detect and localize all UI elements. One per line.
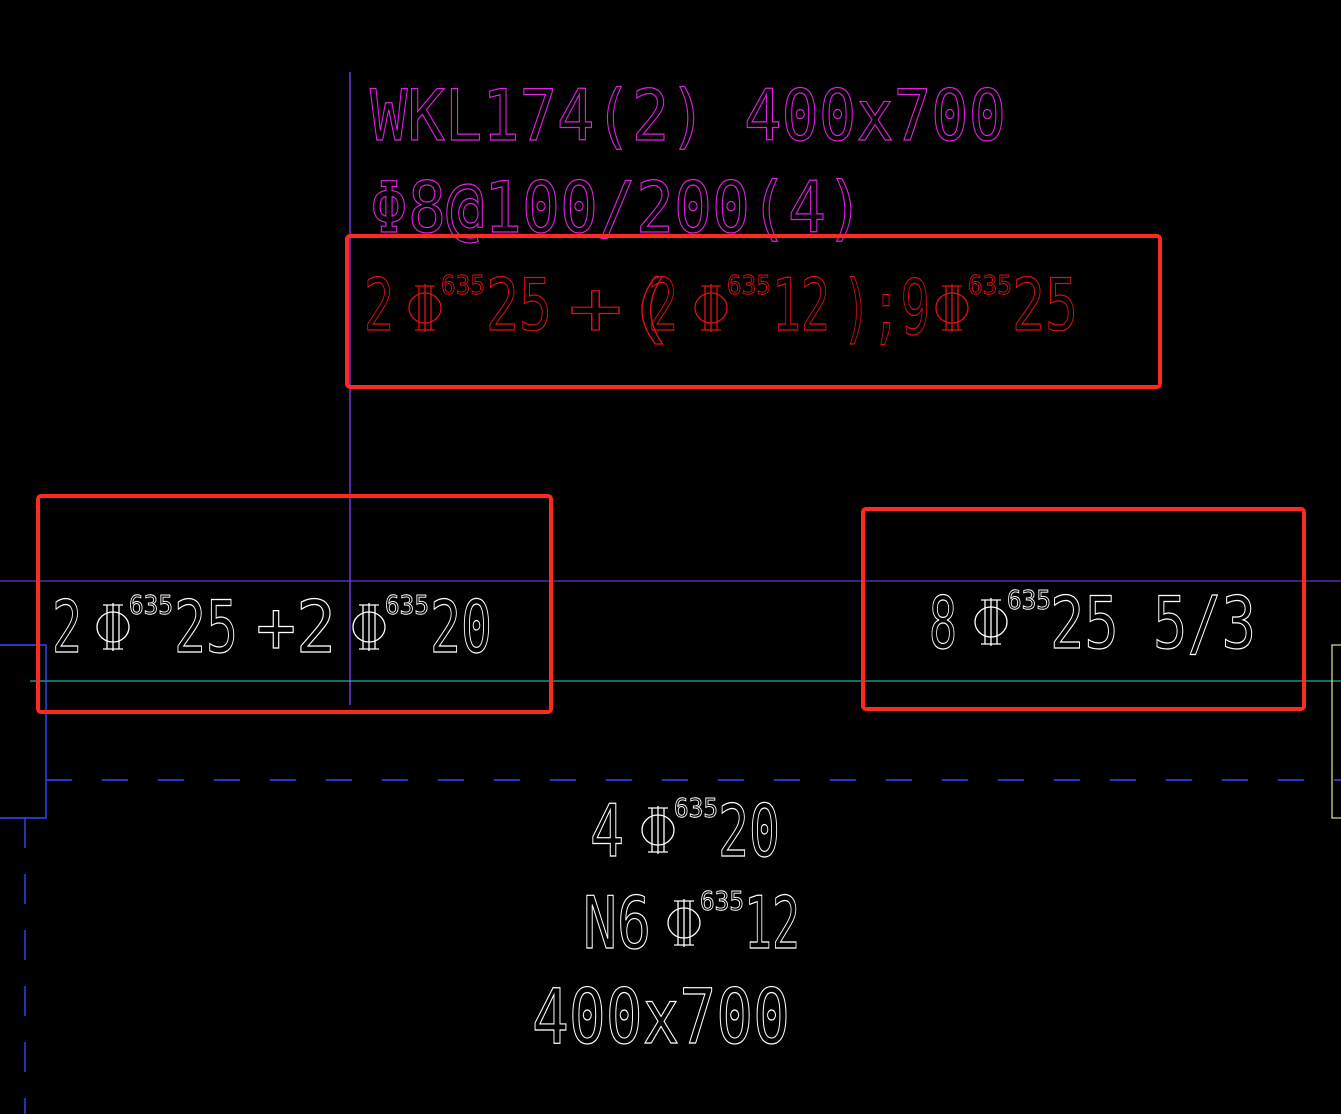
svg-text:635: 635: [968, 271, 1012, 301]
svg-text:25: 25: [486, 263, 552, 347]
svg-text:+2: +2: [256, 585, 336, 669]
rebar-grade-icon: [935, 284, 969, 332]
rebar-grade-icon: [352, 603, 386, 651]
structural-lines: [0, 72, 1341, 1114]
svg-text:2: 2: [52, 585, 82, 669]
rebar-grade-icon: [641, 806, 675, 854]
column-outline-left: [0, 644, 47, 819]
column-edge-right: [1331, 644, 1341, 819]
svg-text:12: 12: [744, 881, 800, 965]
highlight-box-longitudinal: [345, 234, 1162, 389]
svg-text:12: 12: [772, 263, 830, 347]
svg-text:2: 2: [364, 263, 394, 347]
svg-text:20: 20: [718, 789, 780, 873]
rebar-grade-icon: [974, 598, 1008, 646]
span-torsion-rebar-label: N6 635 12: [582, 880, 800, 965]
svg-text:+(: +(: [568, 263, 678, 352]
span-section-size-label: 400x700: [532, 972, 790, 1061]
span-bottom-rebar-label: 4 635 20: [589, 788, 780, 873]
svg-text:N6: N6: [583, 881, 651, 965]
svg-text:635: 635: [129, 591, 173, 621]
beam-name-label: WKL174(2) 400x700: [370, 75, 1006, 157]
svg-text:25 5/3: 25 5/3: [1050, 581, 1256, 665]
rebar-grade-icon: [408, 284, 442, 332]
rebar-grade-icon: [96, 603, 130, 651]
right-support-rebar-label: 8 635 25 5/3: [928, 580, 1256, 665]
svg-text:20: 20: [430, 585, 492, 669]
svg-text:635: 635: [727, 271, 771, 301]
highlight-box-left-support: [36, 494, 553, 714]
svg-text:2: 2: [648, 263, 678, 347]
svg-text:25: 25: [174, 585, 238, 669]
rebar-grade-icon: [694, 284, 728, 332]
rebar-grade-icon: [667, 899, 701, 947]
svg-text:4: 4: [590, 789, 624, 873]
svg-text:);9: );9: [842, 263, 930, 352]
svg-text:25: 25: [1012, 263, 1078, 347]
svg-text:635: 635: [385, 591, 429, 621]
svg-text:635: 635: [674, 794, 718, 824]
svg-text:635: 635: [700, 887, 744, 917]
svg-text:635: 635: [1007, 586, 1051, 616]
beam-longitudinal-rebar-label: 2 635 25 +( 2 635 12 );9 635 25: [363, 262, 1078, 352]
svg-text:8: 8: [929, 581, 957, 665]
svg-text:635: 635: [441, 271, 485, 301]
left-support-rebar-label: 2 635 25 +2 635 20: [51, 584, 492, 669]
highlight-box-right-support: [861, 507, 1306, 711]
